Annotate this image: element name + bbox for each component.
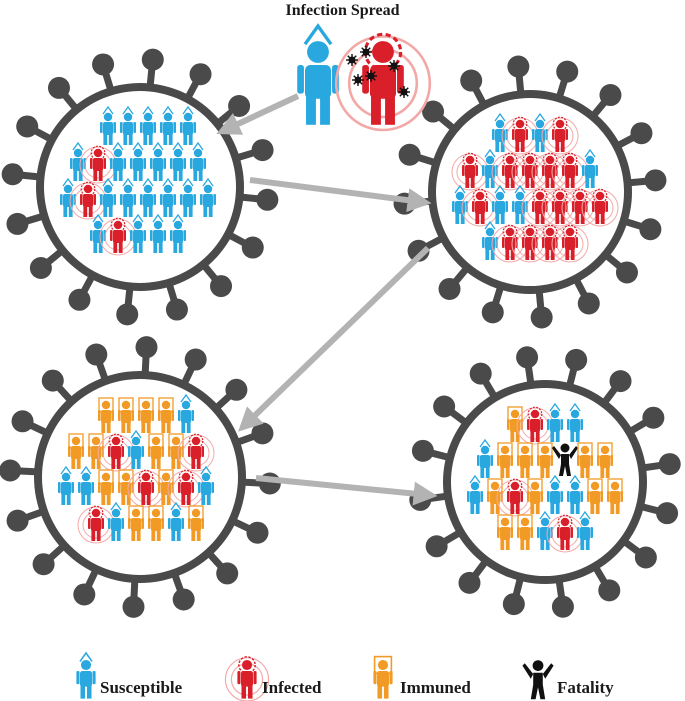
person-fatality (552, 443, 578, 476)
susceptible-person-handshake (297, 23, 339, 125)
person-immuned (607, 478, 623, 514)
person-susceptible (198, 465, 214, 505)
person-infected (167, 469, 205, 508)
person-immuned (138, 397, 154, 433)
person-susceptible (160, 105, 176, 145)
person-infected (501, 116, 539, 155)
person-susceptible (108, 501, 124, 541)
person-susceptible (140, 105, 156, 145)
person-susceptible (150, 213, 166, 253)
legend-icon-fatality (522, 660, 554, 700)
person-susceptible (190, 141, 206, 181)
person-immuned (577, 442, 593, 478)
person-infected (551, 152, 589, 191)
person-immuned (527, 478, 543, 514)
infected-person-handshake (334, 32, 432, 132)
legend-icon-infected (224, 656, 270, 701)
legend-label-fatality: Fatality (557, 678, 614, 697)
legend-icon-immuned (373, 655, 393, 699)
person-susceptible (128, 429, 144, 469)
person-susceptible (200, 177, 216, 217)
person-susceptible (467, 474, 483, 514)
legend-label-infected: Infected (262, 678, 322, 697)
person-infected (461, 188, 499, 227)
arrow-contact-to-initial (216, 93, 300, 135)
person-susceptible (547, 402, 563, 442)
legend-icon-susceptible (76, 651, 96, 699)
person-susceptible (180, 177, 196, 217)
person-susceptible (140, 177, 156, 217)
person-susceptible (492, 184, 508, 224)
person-susceptible (130, 213, 146, 253)
person-susceptible (110, 141, 126, 181)
person-immuned (158, 397, 174, 433)
person-infected (516, 406, 554, 445)
person-immuned (118, 397, 134, 433)
person-immuned (597, 442, 613, 478)
person-immuned (148, 505, 164, 541)
person-susceptible (582, 148, 598, 188)
person-susceptible (477, 438, 493, 478)
person-immuned (98, 397, 114, 433)
person-susceptible (78, 465, 94, 505)
virus-cell-late (409, 346, 681, 618)
person-immuned (128, 505, 144, 541)
person-susceptible (100, 177, 116, 217)
person-infected (69, 181, 107, 220)
person-immuned (517, 442, 533, 478)
person-susceptible (130, 141, 146, 181)
person-susceptible (547, 474, 563, 514)
legend-label-immuned: Immuned (400, 678, 471, 697)
person-susceptible (170, 141, 186, 181)
diagram-title: Infection Spread (285, 2, 400, 19)
person-susceptible (567, 474, 583, 514)
arrow-recovery-to-late (255, 475, 438, 506)
person-immuned (537, 442, 553, 478)
person-immuned (587, 478, 603, 514)
person-infected (177, 433, 215, 472)
handshake-transmission-icon (297, 23, 432, 132)
person-susceptible (577, 510, 593, 550)
person-infected (551, 224, 589, 263)
person-susceptible (178, 393, 194, 433)
person-immuned (497, 442, 513, 478)
person-susceptible (120, 177, 136, 217)
person-infected (541, 116, 579, 155)
person-susceptible (180, 105, 196, 145)
person-immuned (98, 469, 114, 505)
person-immuned (68, 433, 84, 469)
person-infected (581, 188, 619, 227)
person-susceptible (168, 501, 184, 541)
person-susceptible (58, 465, 74, 505)
virus-cell-spreading (393, 55, 667, 329)
arrow-initial-to-spreading (249, 177, 432, 213)
person-susceptible (100, 105, 116, 145)
person-immuned (517, 514, 533, 550)
person-immuned (148, 433, 164, 469)
arrow-spreading-to-recovery (238, 245, 431, 432)
person-susceptible (150, 141, 166, 181)
person-infected (99, 217, 137, 256)
person-immuned (168, 433, 184, 469)
virus-cell-initial (1, 48, 279, 326)
person-susceptible (170, 213, 186, 253)
person-susceptible (567, 402, 583, 442)
person-susceptible (160, 177, 176, 217)
person-susceptible (120, 105, 136, 145)
legend-label-susceptible: Susceptible (100, 678, 183, 697)
person-susceptible (537, 510, 553, 550)
person-immuned (497, 514, 513, 550)
person-immuned (188, 505, 204, 541)
